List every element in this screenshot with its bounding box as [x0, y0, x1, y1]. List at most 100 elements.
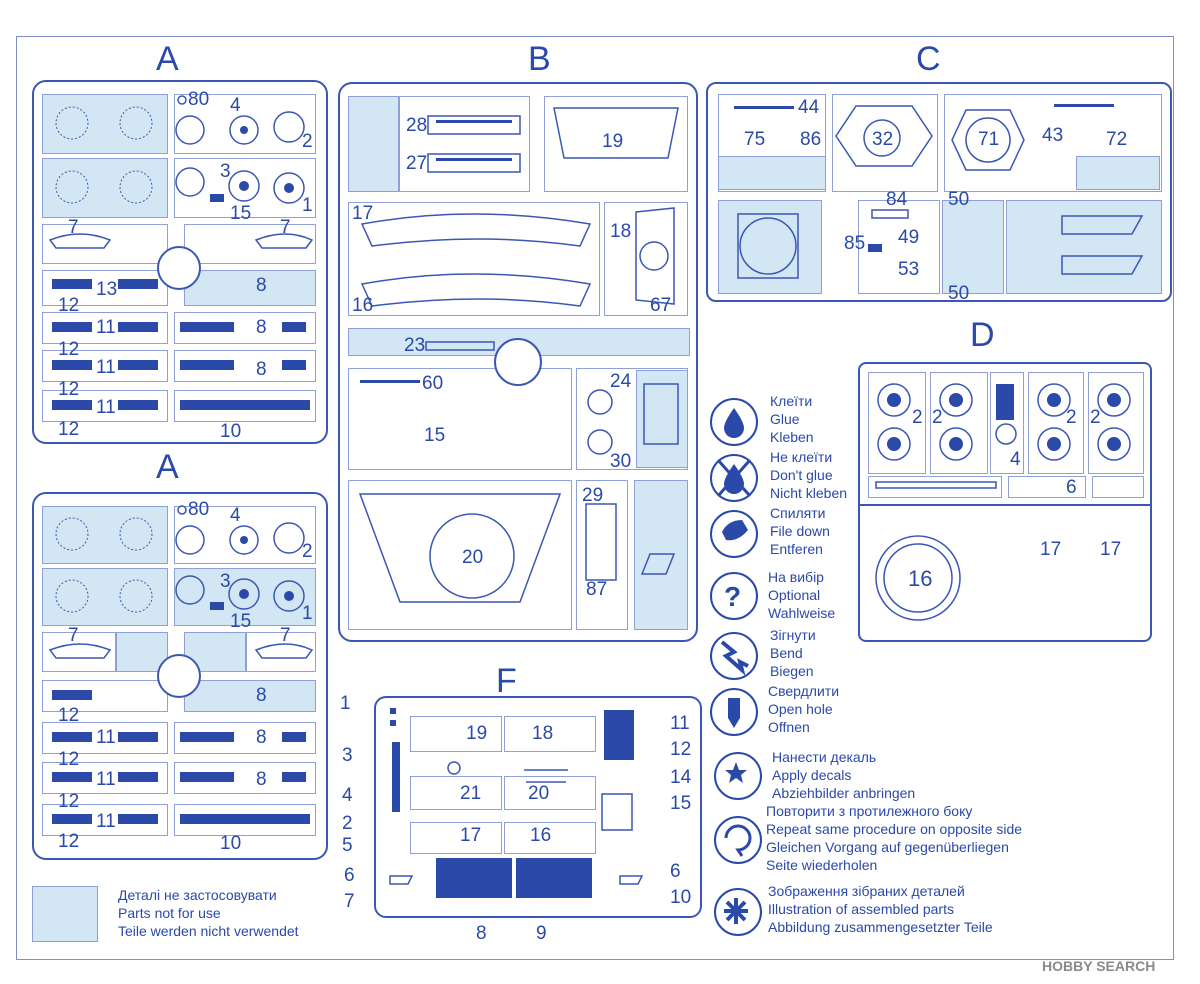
- part-number: 3: [220, 161, 231, 182]
- part-number: 5: [342, 835, 353, 856]
- track-cell: [42, 680, 168, 712]
- part-number: 12: [58, 339, 80, 360]
- part-number: 28: [406, 115, 428, 136]
- part-number: 17: [460, 825, 482, 846]
- legend-line: Abziehbilder anbringen: [772, 785, 916, 801]
- not-for-use-text: Деталі не застосовувати Parts not for us…: [118, 886, 299, 940]
- part-number: 13: [96, 279, 118, 300]
- part-number: 12: [670, 739, 692, 760]
- legend-line: Entferen: [770, 541, 823, 557]
- legend-line: Деталі не застосовувати: [118, 887, 277, 903]
- track-cell: [42, 722, 168, 754]
- part-number: 2: [912, 407, 923, 428]
- part-number: 84: [886, 189, 908, 210]
- part-number: 10: [670, 887, 692, 908]
- not-for-use-swatch: [32, 886, 98, 942]
- part-cell: [410, 776, 502, 810]
- part-number: 15: [230, 611, 252, 632]
- part-number: 11: [96, 317, 116, 338]
- sprue-f-parts-drawing: [389, 708, 644, 898]
- legend-line: Повторити з протилежного боку: [766, 803, 973, 819]
- legend-line: Abbildung zusammengesetzter Teile: [768, 919, 993, 935]
- part-cell: [348, 480, 572, 630]
- part-cell: [184, 224, 316, 264]
- track-cell: [174, 350, 316, 382]
- track-cell: [42, 762, 168, 794]
- track-cell: [184, 270, 316, 306]
- sprue-divider: [860, 504, 1150, 506]
- part-number: 4: [230, 95, 241, 116]
- bend-icon: [710, 632, 758, 680]
- repeat-icon: [714, 816, 762, 864]
- legend-line: Nicht kleben: [770, 485, 848, 501]
- sprue-c-letter: C: [916, 40, 941, 78]
- legend-line: Зображення зібраних деталей: [768, 883, 965, 899]
- track-cell: [174, 390, 316, 422]
- part-number: 8: [256, 769, 267, 790]
- part-number: 7: [280, 625, 291, 646]
- legend-icon-glyphs: ?: [716, 408, 752, 924]
- part-number: 16: [530, 825, 552, 846]
- track-cell: [42, 804, 168, 836]
- part-number: 1: [302, 603, 313, 624]
- wheels-cell: [174, 506, 316, 564]
- legend-line: Seite wiederholen: [766, 857, 878, 873]
- svg-text:?: ?: [724, 581, 741, 612]
- sprue-b-parts-drawing: [358, 107, 679, 603]
- part-number: 7: [344, 891, 355, 912]
- track-cell: [174, 804, 316, 836]
- sprue-a-top: 80 4 2 3 1 15 7 7 13 8 12 11 8 12 11 8 1…: [32, 80, 328, 444]
- legend-item: Нанести декаль Apply decals Abziehbilder…: [772, 748, 915, 802]
- part-number: 11: [96, 769, 116, 790]
- part-number: 85: [844, 233, 866, 254]
- part-number: 6: [344, 865, 355, 886]
- part-number: 6: [1066, 477, 1077, 498]
- part-cell: [832, 94, 938, 192]
- part-number: 8: [256, 727, 267, 748]
- part-number: 4: [1010, 449, 1021, 470]
- part-number: 12: [58, 791, 80, 812]
- legend-item: Повторити з протилежного боку Repeat sam…: [766, 802, 1022, 874]
- track-cell: [174, 722, 316, 754]
- part-number: 23: [404, 335, 426, 356]
- part-cell: [942, 200, 1004, 294]
- optional-icon: [710, 572, 758, 620]
- part-number: 7: [68, 217, 79, 238]
- part-number: 12: [58, 749, 80, 770]
- wheel-pair-cell: [42, 158, 168, 218]
- sprue-gate-circle: [157, 654, 201, 698]
- part-cell: [246, 632, 316, 672]
- legend-line: Illustration of assembled parts: [768, 901, 954, 917]
- part-number: 14: [670, 767, 692, 788]
- part-number: 19: [602, 131, 624, 152]
- sprue-a-letter: A: [156, 40, 179, 78]
- legend-line: Нанести декаль: [772, 749, 877, 765]
- part-number: 11: [96, 811, 116, 832]
- legend-line: Optional: [768, 587, 821, 603]
- part-cell: [348, 96, 400, 192]
- legend-line: Offnen: [768, 719, 810, 735]
- sprue-a-parts-drawing: [48, 95, 314, 410]
- part-number: 3: [220, 571, 231, 592]
- sprue-b-letter: B: [528, 40, 551, 78]
- part-cell: [868, 476, 1002, 498]
- legend-item: На вибір Optional Wahlweise: [768, 568, 835, 622]
- part-number: 18: [532, 723, 554, 744]
- part-cell: [718, 156, 826, 190]
- part-number: 1: [340, 693, 351, 714]
- part-number: 11: [670, 713, 690, 734]
- part-cell: [1008, 476, 1086, 498]
- track-cell: [174, 762, 316, 794]
- part-number: 7: [68, 625, 79, 646]
- part-cell: [504, 716, 596, 752]
- part-number: 9: [536, 923, 547, 944]
- part-cell: [718, 94, 826, 192]
- part-number: 86: [800, 129, 822, 150]
- assembled-icon: [714, 888, 762, 936]
- part-number: 71: [978, 129, 1000, 150]
- part-number: 60: [422, 373, 444, 394]
- part-number: 80: [188, 499, 210, 520]
- track-cell: [42, 270, 168, 306]
- sprue-d-letter: D: [970, 316, 995, 354]
- part-cell: [504, 776, 596, 810]
